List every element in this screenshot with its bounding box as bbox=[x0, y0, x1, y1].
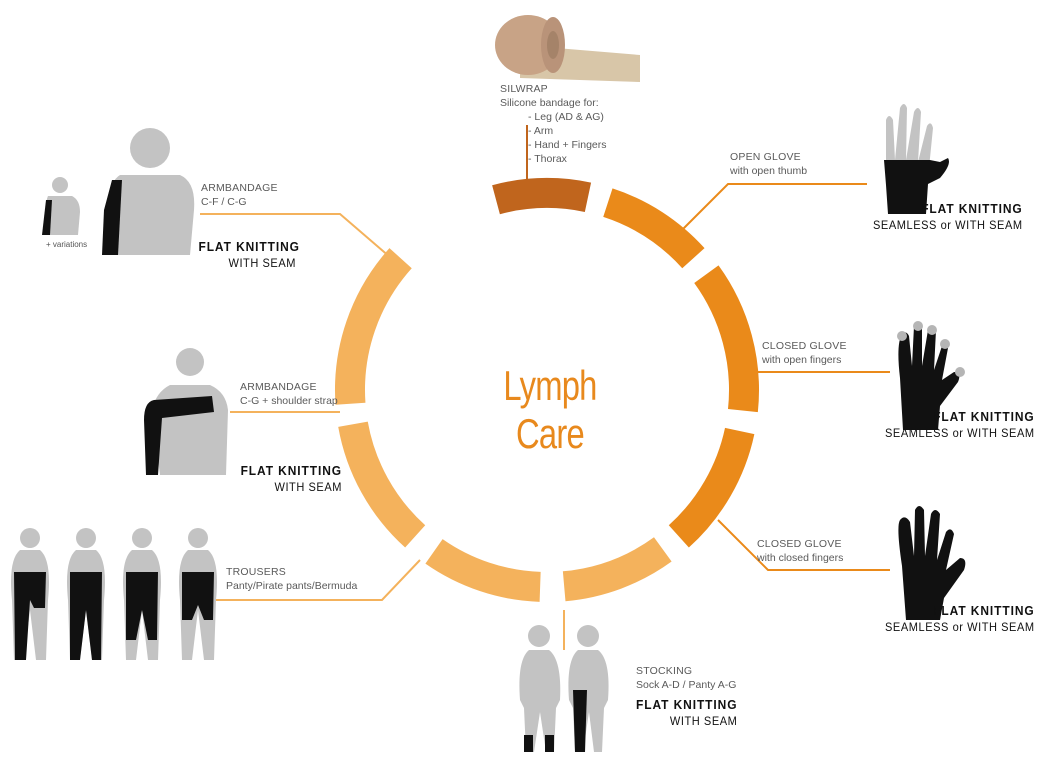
connector-trousers bbox=[216, 559, 421, 601]
ring bbox=[335, 178, 759, 602]
stocking-technique: FLAT KNITTING WITH SEAM bbox=[636, 696, 737, 730]
trousers-title: TROUSERS bbox=[226, 566, 286, 578]
technique-detail: SEAMLESS or WITH SEAM bbox=[873, 218, 1023, 232]
closed-glove-open-title: CLOSED GLOVE bbox=[762, 340, 847, 352]
armbandage-technique: FLAT KNITTING WITH SEAM bbox=[198, 238, 300, 272]
technique-detail: WITH SEAM bbox=[228, 256, 296, 270]
connector-closed-glove-closed bbox=[717, 519, 890, 571]
armbandage-strap-technique: FLAT KNITTING WITH SEAM bbox=[239, 462, 342, 496]
closed-glove-closed-subtitle: with closed fingers bbox=[757, 552, 844, 564]
ring-segment-stocking bbox=[562, 537, 672, 602]
technique-label: FLAT KNITTING bbox=[636, 697, 738, 712]
arm-sleeve-icon bbox=[42, 128, 195, 255]
ring-segment-armbandage bbox=[335, 248, 412, 405]
technique-label: FLAT KNITTING bbox=[933, 603, 1035, 618]
trousers-subtitle: Panty/Pirate pants/Bermuda bbox=[226, 580, 358, 592]
closed-glove-open-technique: FLAT KNITTING SEAMLESS or WITH SEAM bbox=[885, 408, 1035, 442]
silwrap-item: Arm bbox=[528, 124, 607, 138]
connector-open-glove bbox=[679, 183, 867, 233]
trousers-label: TROUSERS Panty/Pirate pants/Bermuda bbox=[226, 565, 357, 593]
silwrap-items: Leg (AD & AG) Arm Hand + Fingers Thorax bbox=[500, 110, 607, 166]
technique-detail: WITH SEAM bbox=[669, 714, 738, 728]
open-glove-label: OPEN GLOVE with open thumb bbox=[730, 150, 807, 178]
open-glove-title: OPEN GLOVE bbox=[730, 151, 801, 163]
ring-segment-closed-glove-closed bbox=[668, 427, 755, 548]
stocking-subtitle: Sock A-D / Panty A-G bbox=[636, 679, 737, 691]
trousers-figures-icon bbox=[11, 528, 217, 660]
stocking-label: STOCKING Sock A-D / Panty A-G bbox=[636, 664, 736, 692]
closed-glove-closed-technique: FLAT KNITTING SEAMLESS or WITH SEAM bbox=[885, 602, 1035, 636]
glove-closed-fingers-icon bbox=[898, 506, 966, 620]
stocking-figures-icon bbox=[519, 625, 609, 752]
stocking-title: STOCKING bbox=[636, 665, 693, 677]
closed-glove-closed-label: CLOSED GLOVE with closed fingers bbox=[757, 537, 843, 565]
ring-segment-open-glove bbox=[602, 188, 705, 269]
technique-detail: SEAMLESS or WITH SEAM bbox=[885, 426, 1035, 440]
connector-lines bbox=[200, 125, 890, 650]
glove-open-fingers-icon bbox=[897, 321, 965, 430]
silwrap-label: SILWRAP Silicone bandage for: Leg (AD & … bbox=[500, 82, 607, 166]
armbandage-title: ARMBANDAGE bbox=[201, 182, 278, 194]
technique-detail: SEAMLESS or WITH SEAM bbox=[885, 620, 1035, 634]
open-glove-subtitle: with open thumb bbox=[730, 165, 808, 177]
armbandage-subtitle: C-F / C-G bbox=[201, 196, 247, 208]
armbandage-label: ARMBANDAGE C-F / C-G bbox=[201, 181, 278, 209]
technique-detail: WITH SEAM bbox=[274, 480, 342, 494]
closed-glove-open-subtitle: with open fingers bbox=[762, 354, 842, 366]
silwrap-title: SILWRAP bbox=[500, 83, 548, 95]
ring-segment-closed-glove-open bbox=[694, 265, 759, 413]
arm-shoulder-strap-icon bbox=[144, 348, 228, 475]
technique-label: FLAT KNITTING bbox=[240, 463, 342, 478]
ring-segment-armbandage-strap bbox=[338, 421, 426, 548]
armbandage-strap-subtitle: C-G + shoulder strap bbox=[240, 395, 338, 407]
technique-label: FLAT KNITTING bbox=[198, 239, 300, 254]
open-glove-icon bbox=[884, 104, 949, 214]
closed-glove-closed-title: CLOSED GLOVE bbox=[757, 538, 842, 550]
technique-label: FLAT KNITTING bbox=[921, 201, 1023, 216]
silwrap-item: Leg (AD & AG) bbox=[528, 110, 607, 124]
center-title: Lymph Care bbox=[503, 362, 597, 457]
silwrap-item: Hand + Fingers bbox=[528, 138, 606, 152]
silwrap-subtitle: Silicone bandage for: bbox=[500, 97, 599, 109]
ring-segment-trousers bbox=[425, 538, 541, 602]
connector-armbandage bbox=[200, 213, 406, 271]
bandage-roll-icon bbox=[495, 15, 640, 82]
open-glove-technique: FLAT KNITTING SEAMLESS or WITH SEAM bbox=[873, 200, 1023, 234]
silwrap-item: Thorax bbox=[528, 152, 607, 166]
ring-segment-silwrap bbox=[492, 178, 592, 215]
technique-label: FLAT KNITTING bbox=[933, 409, 1035, 424]
armbandage-strap-title: ARMBANDAGE bbox=[240, 381, 317, 393]
armbandage-strap-label: ARMBANDAGE C-G + shoulder strap bbox=[240, 380, 338, 408]
closed-glove-open-label: CLOSED GLOVE with open fingers bbox=[762, 339, 847, 367]
variations-note: + variations bbox=[46, 240, 88, 249]
